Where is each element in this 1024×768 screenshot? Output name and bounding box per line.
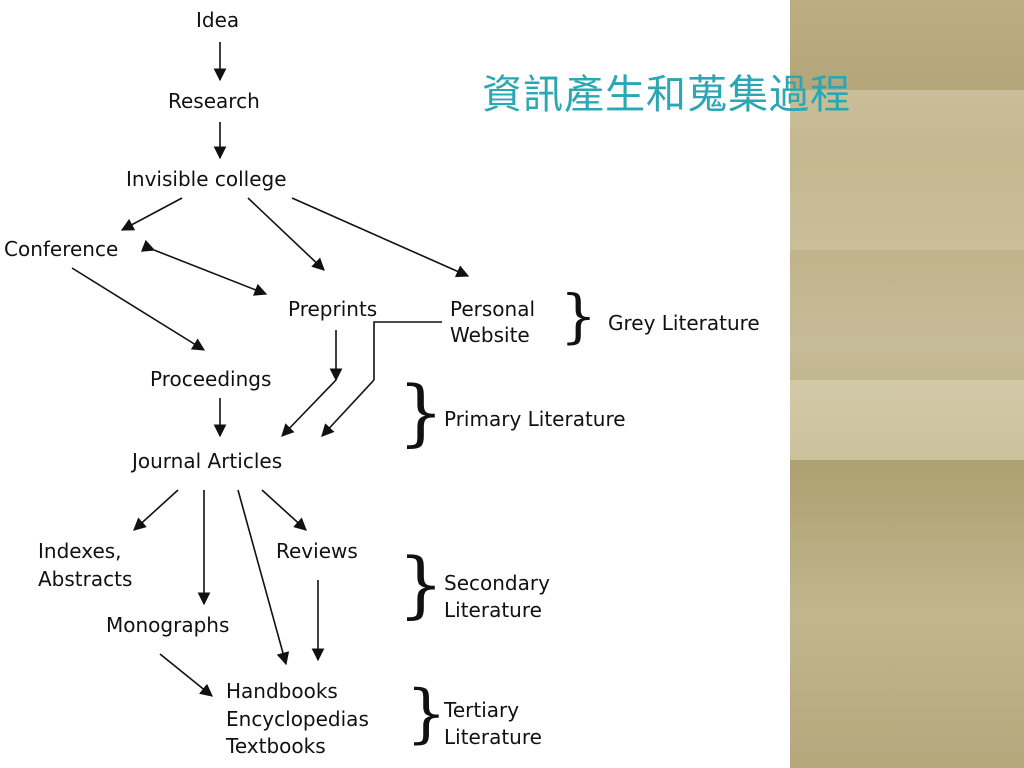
node-invisible-college: Invisible college xyxy=(126,167,287,191)
node-research: Research xyxy=(168,89,260,113)
brace-primary: } xyxy=(398,370,444,454)
node-conference: Conference xyxy=(4,237,119,261)
node-indexes-line1: Indexes, xyxy=(38,539,122,563)
category-secondary-line2: Literature xyxy=(444,598,542,622)
category-primary-literature: Primary Literature xyxy=(444,407,626,431)
node-idea: Idea xyxy=(196,8,240,32)
category-grey-literature: Grey Literature xyxy=(608,311,760,335)
node-textbooks: Textbooks xyxy=(226,734,326,758)
node-monographs: Monographs xyxy=(106,613,230,637)
node-reviews: Reviews xyxy=(276,539,358,563)
node-handbooks: Handbooks xyxy=(226,679,338,703)
brace-tertiary: } xyxy=(406,677,447,751)
node-preprints: Preprints xyxy=(288,297,378,321)
slide-title: 資訊產生和蒐集過程 xyxy=(482,72,851,118)
node-encyclopedias: Encyclopedias xyxy=(226,707,369,731)
category-secondary-line1: Secondary xyxy=(444,571,550,595)
brace-secondary: } xyxy=(398,542,444,626)
node-journal-articles: Journal Articles xyxy=(132,449,283,473)
node-indexes-line2: Abstracts xyxy=(38,567,133,591)
node-personal-website-line1: Personal xyxy=(450,297,536,321)
node-proceedings: Proceedings xyxy=(150,367,272,391)
decorative-photo-strip xyxy=(790,0,1024,768)
node-personal-website-line2: Website xyxy=(450,323,530,347)
category-tertiary-line2: Literature xyxy=(444,725,542,749)
category-tertiary-line1: Tertiary xyxy=(444,698,520,722)
brace-grey: } xyxy=(560,282,597,350)
